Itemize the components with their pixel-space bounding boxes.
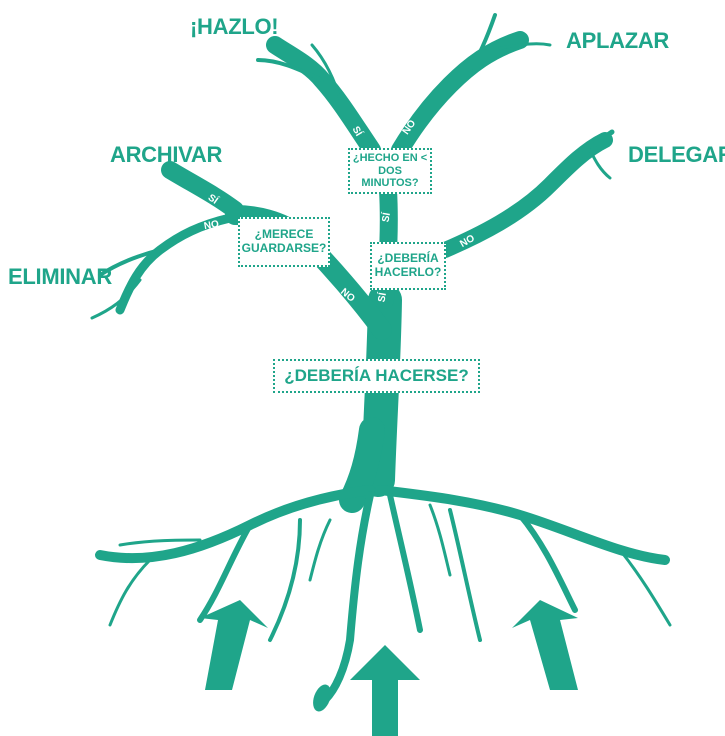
question-deberia-hacerlo-line2: HACERLO? xyxy=(375,266,442,280)
question-deberia-hacerse-text: ¿DEBERÍA HACERSE? xyxy=(284,366,469,386)
outcome-aplazar: APLAZAR xyxy=(566,28,669,54)
outcome-hazlo: ¡HAZLO! xyxy=(190,14,278,40)
question-merece-guardarse: ¿MERECE GUARDARSE? xyxy=(238,217,330,267)
edge-si-hecho: SÍ xyxy=(380,212,392,223)
arrow-right xyxy=(512,600,578,690)
arrow-left xyxy=(200,600,268,690)
branch-aplazar xyxy=(400,40,520,150)
edge-si-deberia-hacerlo: SÍ xyxy=(376,292,388,303)
outcome-archivar: ARCHIVAR xyxy=(110,142,222,168)
outcome-delegar: DELEGAR xyxy=(628,142,725,168)
question-deberia-hacerlo: ¿DEBERÍA HACERLO? xyxy=(370,242,446,290)
question-merece-guardarse-line1: ¿MERECE xyxy=(255,228,314,242)
question-hecho-en-dos-minutos: ¿HECHO EN < DOS MINUTOS? xyxy=(348,148,432,194)
question-deberia-hacerlo-line1: ¿DEBERÍA xyxy=(377,252,438,266)
question-deberia-hacerse: ¿DEBERÍA HACERSE? xyxy=(273,359,480,393)
question-hecho-en-line2: DOS MINUTOS? xyxy=(350,165,430,190)
arrow-center xyxy=(350,645,420,736)
outcome-eliminar: ELIMINAR xyxy=(8,264,112,290)
branch-eliminar xyxy=(120,218,230,310)
question-hecho-en-line1: ¿HECHO EN < xyxy=(353,152,427,165)
question-merece-guardarse-line2: GUARDARSE? xyxy=(242,242,327,256)
branch-archivar xyxy=(170,170,235,210)
